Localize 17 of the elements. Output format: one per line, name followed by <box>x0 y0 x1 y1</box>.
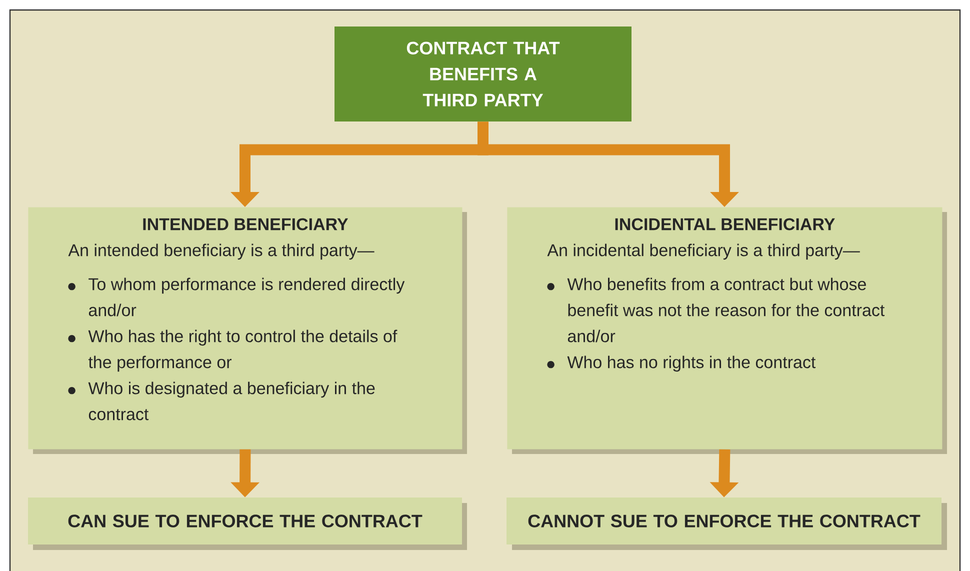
box-heading: INCIDENTAL BENEFICIARY <box>615 218 835 230</box>
text-box <box>507 207 942 450</box>
result-box <box>28 498 462 544</box>
bullet-item: Who has no rights in the contract <box>547 356 816 372</box>
bullet-item: Who benefits from a contract but whose benefit was not the reason for the contract and/or <box>547 278 885 342</box>
text-box <box>28 207 462 450</box>
box-title: CONTRACT THAT BENEFITS A THIRD PARTY <box>406 42 560 106</box>
result-text: CAN SUE TO ENFORCE THE CONTRACT <box>68 514 422 528</box>
title-box <box>334 26 632 122</box>
bullet-item: Who is designated a beneficiary in the contract <box>68 382 375 420</box>
result-text: CANNOT SUE TO ENFORCE THE CONTRACT <box>528 514 920 528</box>
intro-text: An incidental beneficiary is a third party— <box>547 244 860 260</box>
box-heading: INTENDED BENEFICIARY <box>143 218 348 230</box>
result-box <box>506 498 942 544</box>
bullet-item: To whom performance is rendered directly and/or <box>68 278 405 316</box>
bullet-item: Who has the right to control the details of the performance or <box>68 330 398 372</box>
intro-text: An intended beneficiary is a third party— <box>68 244 374 260</box>
